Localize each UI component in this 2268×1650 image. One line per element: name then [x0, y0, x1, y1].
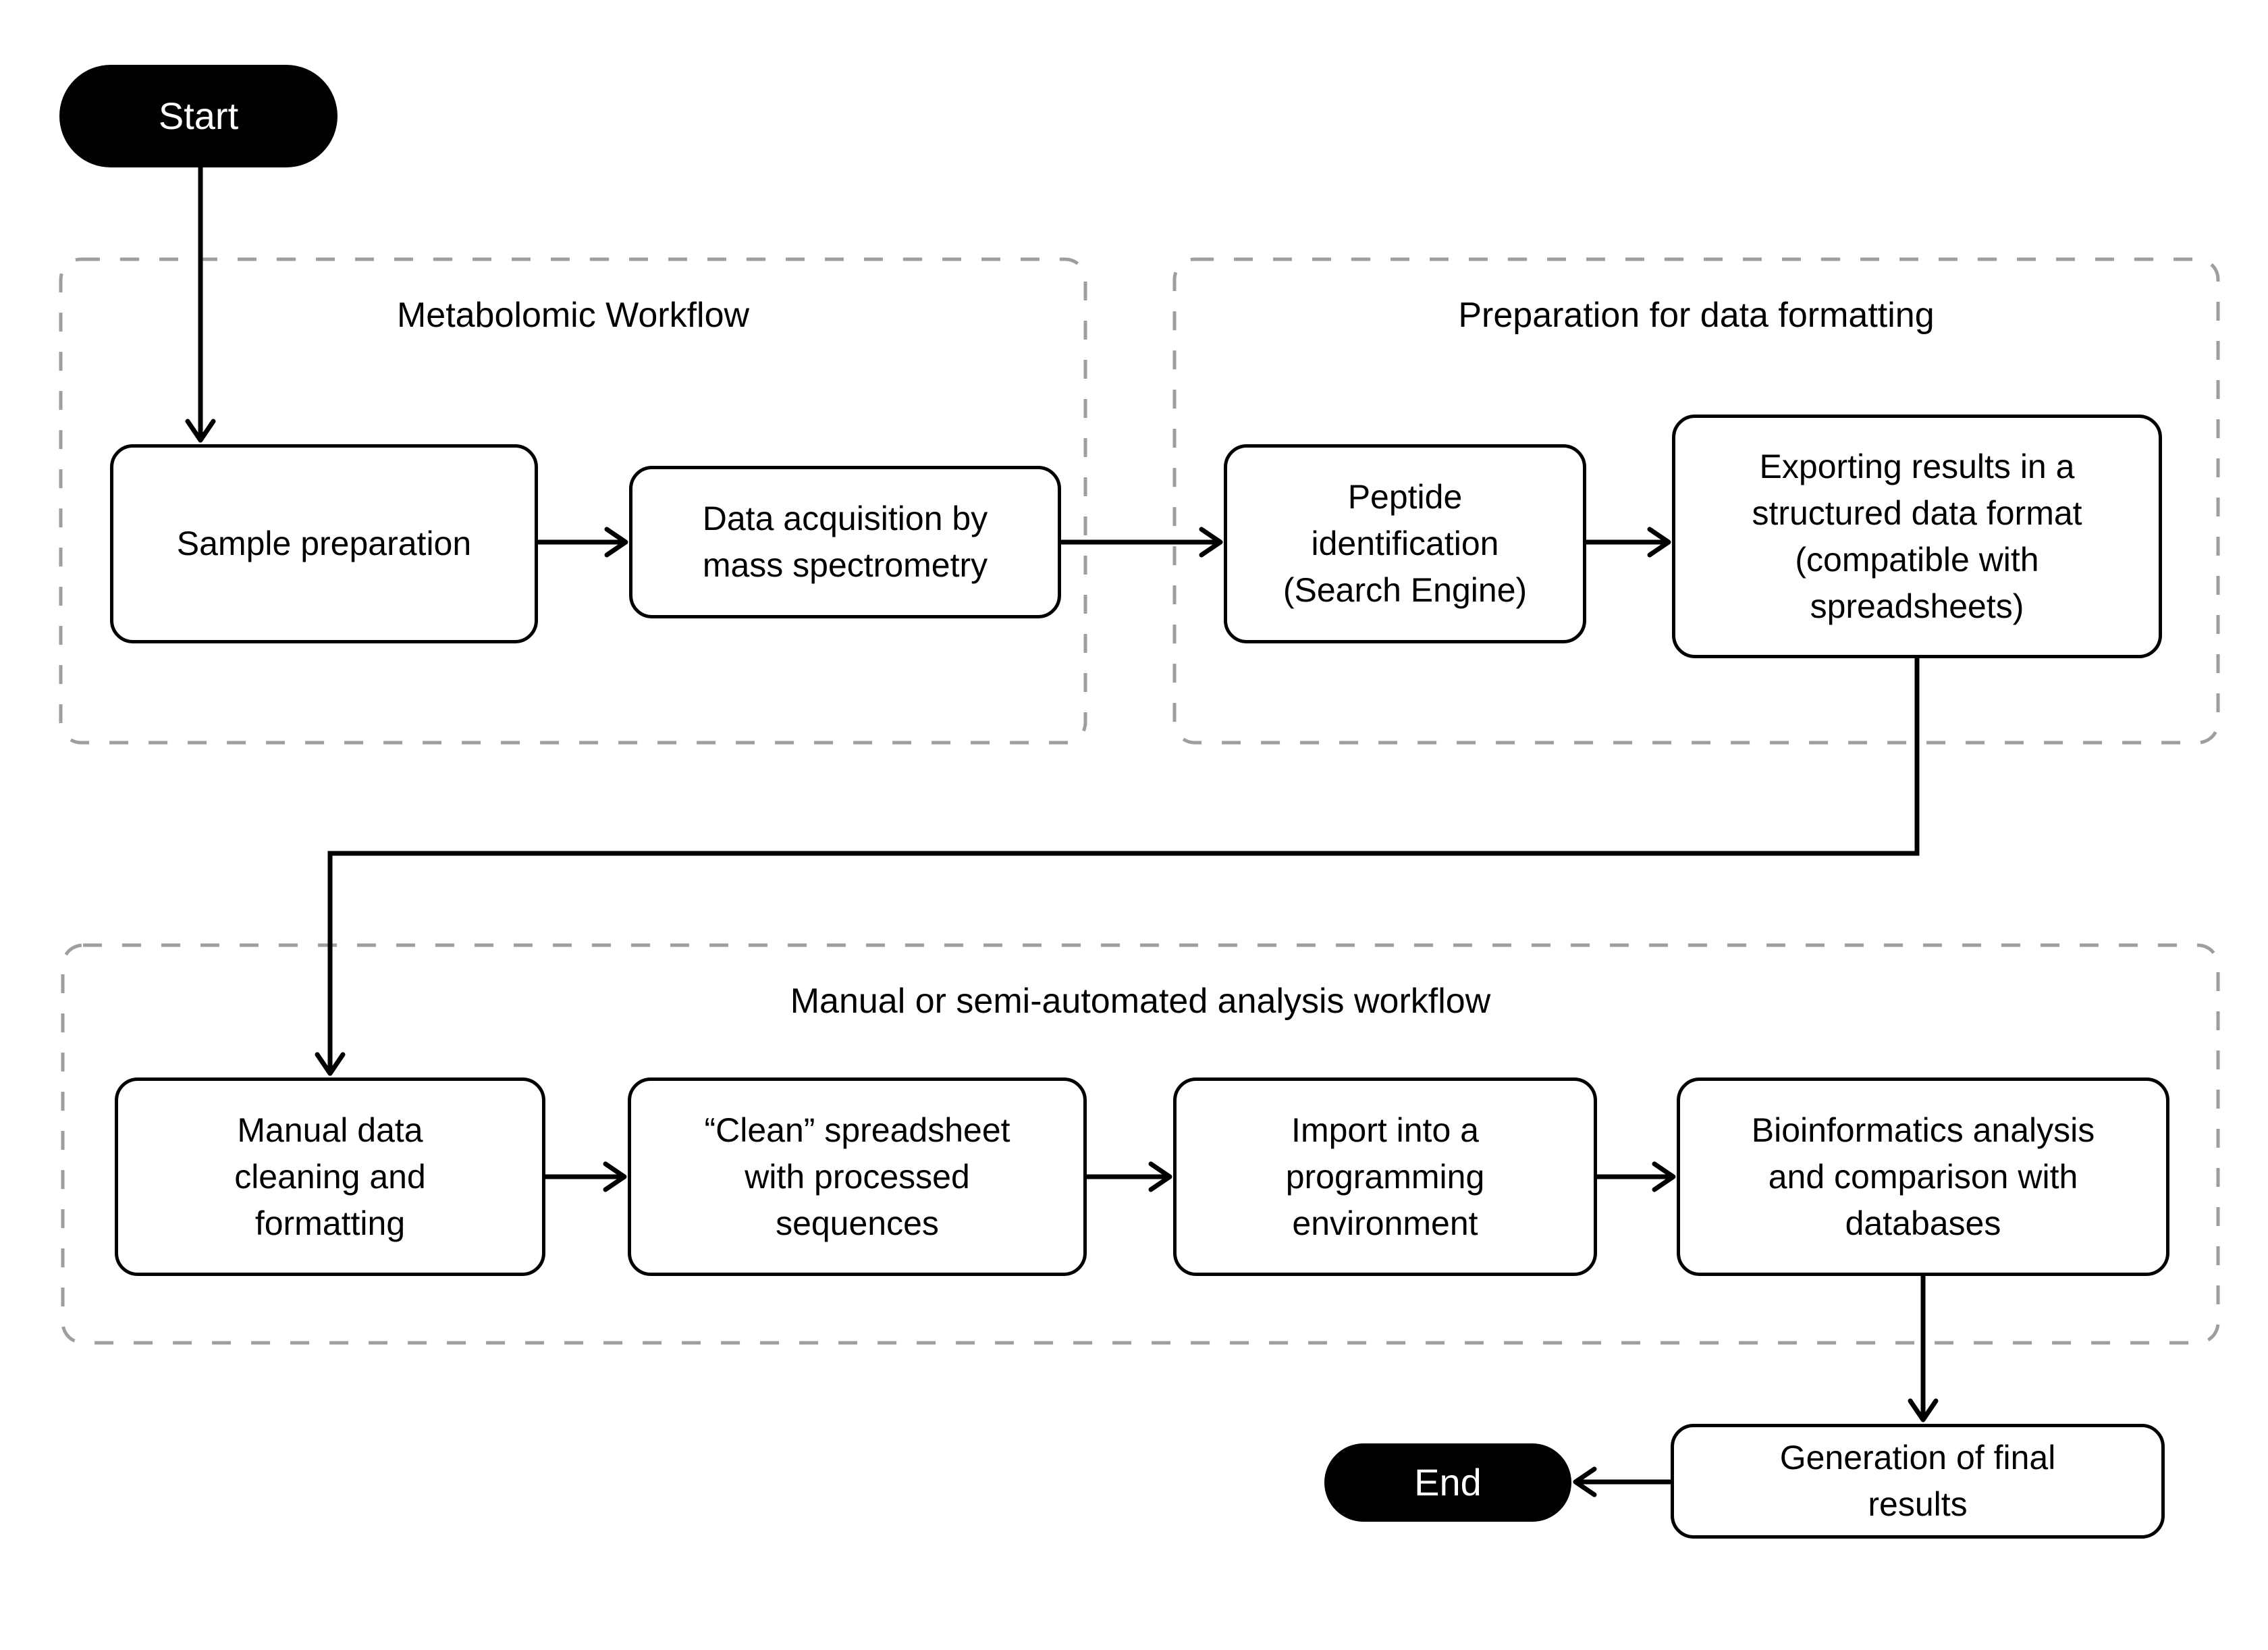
end-terminal: End: [1324, 1443, 1571, 1522]
group-box-manual-analysis: [61, 943, 2220, 1345]
node-generation-final: Generation of final results: [1671, 1424, 2165, 1539]
node-clean-spreadsheet: “Clean” spreadsheet with processed seque…: [628, 1077, 1087, 1276]
group-label-metabolomic: Metabolomic Workflow: [396, 296, 750, 335]
node-bioinformatics: Bioinformatics analysis and comparison w…: [1677, 1077, 2169, 1276]
node-import-programming: Import into a programming environment: [1173, 1077, 1597, 1276]
node-peptide-identification: Peptide identification (Search Engine): [1224, 444, 1586, 643]
edge-exporting-to-manual: [315, 658, 1920, 1076]
node-data-acquisition: Data acquisition by mass spectrometry: [629, 466, 1061, 618]
group-label-preparation: Preparation for data formatting: [1458, 296, 1935, 335]
node-exporting-results: Exporting results in a structured data f…: [1672, 415, 2162, 658]
group-box-preparation: [1172, 257, 2220, 745]
node-sample-preparation: Sample preparation: [110, 444, 538, 643]
group-label-manual-analysis: Manual or semi-automated analysis workfl…: [790, 982, 1491, 1021]
start-terminal: Start: [59, 65, 338, 167]
node-manual-cleaning: Manual data cleaning and formatting: [115, 1077, 545, 1276]
